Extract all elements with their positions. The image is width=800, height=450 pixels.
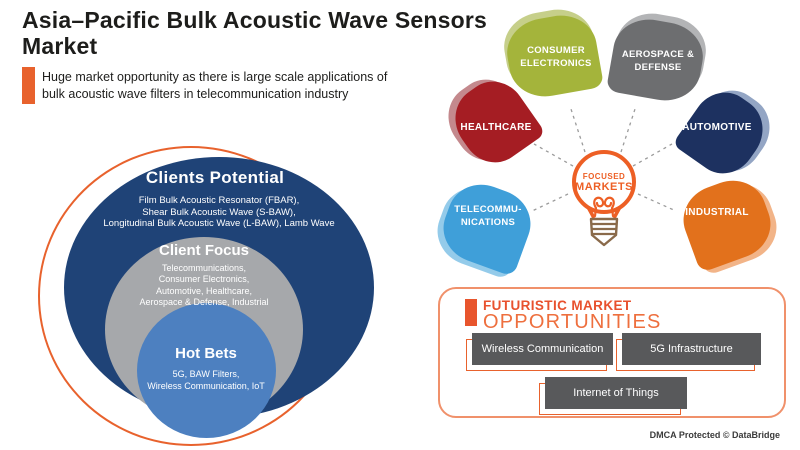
page-title-line2: Market: [22, 32, 98, 59]
venn-inner-title: Hot Bets: [175, 345, 237, 362]
venn-inner-circle: [137, 303, 276, 438]
petal-label-industrial: INDUSTRIAL: [685, 207, 749, 218]
petal-label-consumer-electronics: CONSUMER ELECTRONICS: [520, 45, 592, 69]
subtitle-text: Huge market opportunity as there is larg…: [42, 70, 388, 101]
petal-label-automotive: AUTOMOTIVE: [682, 122, 752, 133]
page-title: Asia–Pacific Bulk Acoustic Wave Sensors …: [22, 7, 542, 60]
petal-label-healthcare: HEALTHCARE: [460, 122, 532, 133]
opportunity-5g-infrastructure: 5G Infrastructure: [622, 333, 761, 365]
panel-heading-line2: OPPORTUNITIES: [483, 311, 662, 333]
bulb-text-line2: MARKETS: [575, 181, 633, 193]
venn-inner-body: 5G, BAW Filters, Wireless Communication,…: [147, 369, 265, 391]
venn-middle-body: Telecommunications, Consumer Electronics…: [139, 263, 269, 307]
dmca-copyright-text: DMCA Protected © DataBridge: [649, 430, 780, 440]
dashed-rays: [529, 105, 677, 213]
bulb-text-line1: FOCUSED: [583, 172, 626, 181]
petal-label-aerospace-defense: AEROSPACE & DEFENSE: [621, 49, 695, 73]
petal-label-telecommunications: TELECOMMU- NICATIONS: [454, 204, 522, 228]
panel-accent-bar: [465, 299, 477, 326]
subtitle-block: Huge market opportunity as there is larg…: [22, 67, 462, 104]
opportunity-internet-of-things: Internet of Things: [545, 377, 687, 409]
accent-bar: [22, 67, 35, 104]
panel-heading-line1: FUTURISTIC MARKET: [483, 298, 632, 313]
opportunity-wireless-communication: Wireless Communication: [472, 333, 613, 365]
page-title-line1: Asia–Pacific Bulk Acoustic Wave Sensors: [22, 7, 488, 33]
lightbulb-icon: FOCUSED MARKETS: [572, 150, 636, 247]
venn-outer-title: Clients Potential: [145, 168, 285, 187]
venn-middle-title: Client Focus: [158, 242, 249, 259]
futuristic-market-panel: FUTURISTIC MARKET OPPORTUNITIES Wireless…: [438, 287, 786, 418]
venn-outer-body: Film Bulk Acoustic Resonator (FBAR), She…: [103, 195, 335, 230]
